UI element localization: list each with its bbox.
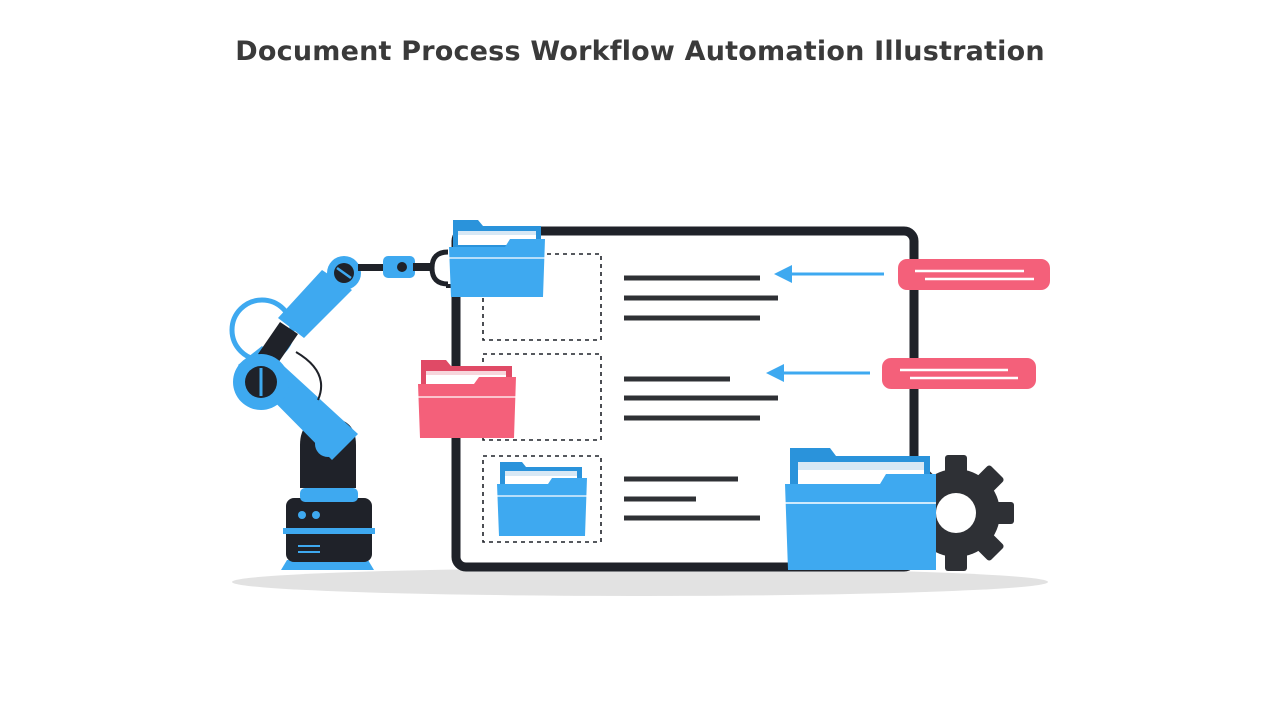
robotic-arm-icon bbox=[229, 249, 472, 570]
folder-icon bbox=[449, 220, 545, 297]
slot-3 bbox=[482, 455, 602, 543]
arrow-left-icon bbox=[774, 265, 884, 283]
arrow-left-icon bbox=[766, 364, 870, 382]
text-lines-1 bbox=[624, 275, 778, 321]
text-lines-2 bbox=[624, 376, 778, 421]
message-tag-icon bbox=[898, 259, 1050, 290]
folder-icon bbox=[785, 448, 936, 570]
text-lines-3 bbox=[624, 476, 760, 521]
folder-icon bbox=[418, 360, 516, 438]
folder-icon bbox=[497, 462, 587, 536]
message-tag-icon bbox=[882, 358, 1036, 389]
ground-shadow bbox=[232, 568, 1048, 596]
slot-2 bbox=[482, 353, 602, 441]
slide-title: Document Process Workflow Automation Ill… bbox=[235, 36, 1045, 67]
